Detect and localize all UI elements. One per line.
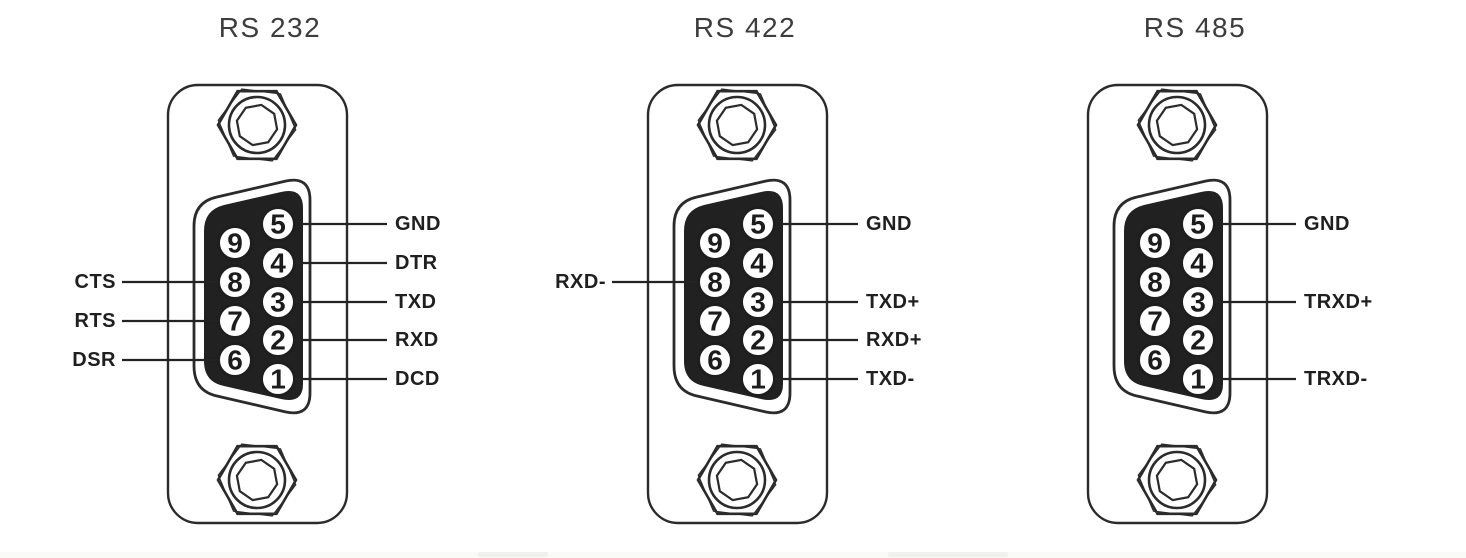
pin-number-7: 7 (707, 306, 723, 337)
pin-numbers: 5 4 3 2 1 9 8 7 6 (1147, 209, 1206, 395)
leader-lines (122, 222, 387, 381)
db9-connector-shell (168, 85, 347, 523)
pin-number-5: 5 (1190, 209, 1206, 240)
connector-drawing-rs232: 5 4 3 2 1 9 8 7 6 GND (72, 60, 441, 558)
signal-label-txd-minus: TXD- (866, 368, 915, 390)
pin-number-2: 2 (1190, 325, 1206, 356)
db9-connector-shell (648, 85, 827, 523)
pin-number-3: 3 (270, 287, 286, 318)
pin-number-3: 3 (750, 287, 766, 318)
pin-number-4: 4 (1190, 248, 1206, 279)
pin-number-9: 9 (227, 228, 243, 259)
pin-number-6: 6 (227, 345, 243, 376)
pin-number-7: 7 (1147, 306, 1163, 337)
pin-number-2: 2 (270, 325, 286, 356)
pin-number-4: 4 (270, 248, 286, 279)
signal-label-rts: RTS (75, 310, 117, 332)
pin-number-9: 9 (1147, 228, 1163, 259)
pin-numbers: 5 4 3 2 1 9 8 7 6 (707, 209, 766, 395)
connector-panel-rs422: RS 422 5 4 3 2 1 9 8 7 6 GND (540, 0, 950, 558)
pin-number-1: 1 (1190, 364, 1206, 395)
pin-number-4: 4 (750, 248, 766, 279)
signal-label-gnd: GND (1304, 213, 1350, 235)
pin-number-3: 3 (1190, 287, 1206, 318)
connector-title-rs232: RS 232 (218, 12, 322, 43)
leader-lines (1215, 222, 1296, 381)
signal-labels: GND DTR TXD RXD DCD CTS RTS DSR (72, 213, 441, 390)
pin-number-2: 2 (750, 325, 766, 356)
page-edge-artifact-right (888, 552, 1008, 557)
signal-labels: GND TRXD+ TRXD- (1304, 213, 1373, 390)
pin-number-6: 6 (707, 345, 723, 376)
pin-number-7: 7 (227, 306, 243, 337)
signal-label-trxd-minus: TRXD- (1304, 368, 1368, 390)
pin-number-9: 9 (707, 228, 723, 259)
pin-numbers: 5 4 3 2 1 9 8 7 6 (227, 209, 286, 395)
signal-labels: GND TXD+ RXD+ TXD- RXD- (555, 213, 922, 390)
page-edge-artifact (0, 552, 1466, 558)
pin-number-8: 8 (1147, 267, 1163, 298)
leader-lines (612, 222, 858, 381)
signal-label-dcd: DCD (395, 368, 440, 390)
pin-number-8: 8 (707, 267, 723, 298)
connector-drawing-rs485: 5 4 3 2 1 9 8 7 6 GND TRXD+ TRXD- (980, 60, 1373, 558)
pin-number-8: 8 (227, 267, 243, 298)
connector-panel-rs232: RS 232 5 4 3 2 1 9 8 7 6 (60, 0, 470, 558)
db9-connector-shell (1088, 85, 1267, 523)
signal-label-rxd-minus: RXD- (555, 271, 606, 293)
signal-label-txd-plus: TXD+ (866, 291, 920, 313)
signal-label-gnd: GND (866, 213, 912, 235)
signal-label-rxd-plus: RXD+ (866, 329, 922, 351)
pin-number-1: 1 (270, 364, 286, 395)
signal-label-rxd: RXD (395, 329, 439, 351)
connector-title-rs422: RS 422 (693, 12, 797, 43)
signal-label-cts: CTS (75, 271, 117, 293)
signal-label-txd: TXD (395, 291, 437, 313)
signal-label-dsr: DSR (72, 349, 116, 371)
pin-number-1: 1 (750, 364, 766, 395)
connector-panel-rs485: RS 485 5 4 3 2 1 9 8 7 6 GND TRXD+ (980, 0, 1390, 558)
signal-label-trxd-plus: TRXD+ (1304, 291, 1373, 313)
signal-label-dtr: DTR (395, 252, 438, 274)
connector-drawing-rs422: 5 4 3 2 1 9 8 7 6 GND TXD+ RXD+ (555, 60, 922, 558)
signal-label-gnd: GND (395, 213, 441, 235)
page-edge-artifact-left (478, 552, 548, 557)
pin-number-6: 6 (1147, 345, 1163, 376)
pin-number-5: 5 (270, 209, 286, 240)
pin-number-5: 5 (750, 209, 766, 240)
connector-title-rs485: RS 485 (1143, 12, 1247, 43)
